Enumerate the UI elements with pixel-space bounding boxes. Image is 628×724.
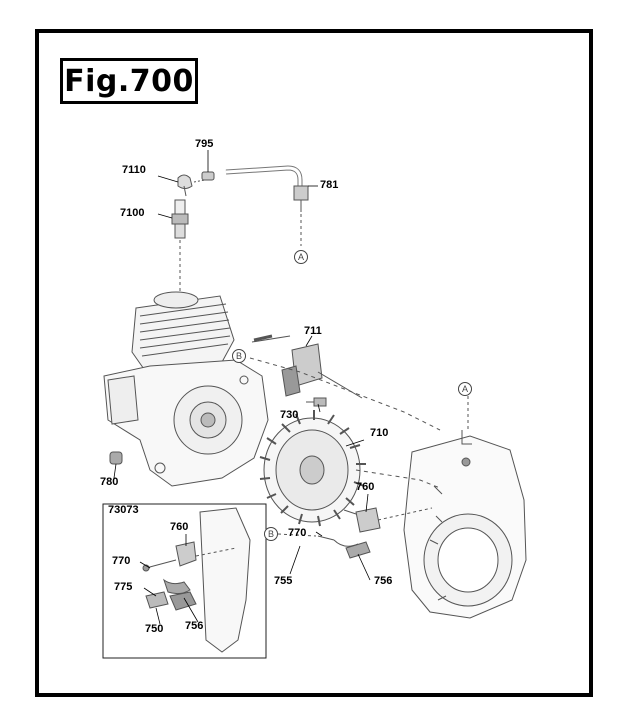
- fuel-hose: [225, 165, 309, 246]
- callout-756: 756: [374, 575, 393, 587]
- callout-780: 780: [100, 476, 119, 488]
- kit-label: 73073: [108, 504, 139, 516]
- callout-7100: 7100: [120, 207, 145, 219]
- parts-drawing: [102, 165, 527, 659]
- callout-710: 710: [370, 427, 389, 439]
- kit-parts: [142, 507, 251, 653]
- kit-callout-756: 756: [185, 620, 204, 632]
- spark-plug: [171, 199, 189, 296]
- callout-795: 795: [195, 138, 214, 150]
- callout-770: 770: [288, 527, 307, 539]
- crankcase: [103, 359, 269, 487]
- stop-switch: [343, 507, 433, 533]
- stop-wire: [277, 533, 371, 559]
- callout-711: 711: [304, 325, 322, 337]
- callout-7110: 7110: [122, 164, 146, 176]
- callout-730: 730: [280, 409, 299, 421]
- figure-title-box: Fig.700: [60, 58, 198, 104]
- bolt-730: [306, 397, 327, 407]
- cylinder: [131, 291, 235, 373]
- kit-callout-770: 770: [112, 555, 131, 567]
- ref-marker-b-lower: B: [264, 527, 278, 541]
- ref-marker-a-top: A: [294, 250, 308, 264]
- callout-leaders: [113, 150, 371, 625]
- kit-callout-750: 750: [145, 623, 164, 635]
- fan-housing: [403, 396, 527, 619]
- ignition-coil: [251, 334, 363, 399]
- kit-callout-775: 775: [114, 581, 133, 593]
- figure-title: Fig.700: [64, 63, 194, 99]
- figure-border: [35, 29, 593, 697]
- boot-795: [201, 171, 215, 181]
- callout-755: 755: [274, 575, 293, 587]
- ref-marker-b-top: B: [232, 349, 246, 363]
- nut-780: [109, 451, 123, 465]
- ref-marker-a-right: A: [458, 382, 472, 396]
- spark-plug-cap: [177, 174, 206, 197]
- assembly-line: [249, 357, 441, 431]
- callout-781: 781: [320, 179, 339, 191]
- kit-callout-760: 760: [170, 521, 189, 533]
- kit-inset-box: [102, 503, 267, 659]
- callout-760: 760: [356, 481, 375, 493]
- flywheel: [259, 410, 366, 527]
